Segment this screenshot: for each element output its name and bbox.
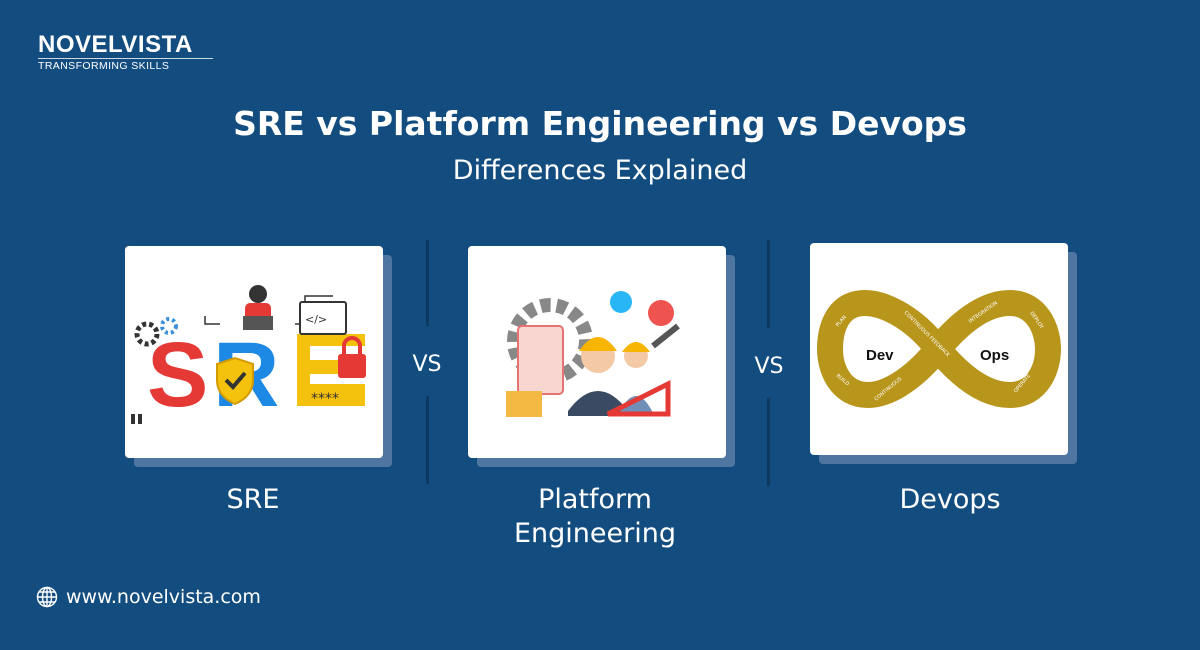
code-window-icon — [299, 301, 347, 335]
brand-name: NOVELVISTA — [38, 31, 193, 58]
vs-separator: VS — [754, 354, 784, 379]
website-url[interactable]: www.novelvista.com — [66, 586, 261, 608]
clipboard-icon — [517, 325, 564, 395]
wrench-icon — [651, 323, 680, 349]
lightbulb-icon — [610, 291, 632, 313]
devops-dev-text: Dev — [866, 347, 894, 364]
devops-ops-text: Ops — [980, 347, 1009, 364]
brand-tagline: TRANSFORMING SKILLS — [38, 60, 170, 72]
quote-mark-icon — [131, 414, 142, 424]
triangle-ruler-icon — [606, 379, 671, 417]
platform-engineering-illustration — [506, 291, 680, 417]
settings-bubble-icon — [648, 300, 674, 326]
platform-engineering-card — [468, 246, 726, 458]
divider — [767, 240, 770, 328]
devops-card: Dev Ops PLAN BUILD CONTINUOUS CONTINUOUS… — [810, 243, 1068, 455]
page-subtitle: Differences Explained — [452, 155, 748, 186]
folder-icon — [506, 391, 542, 417]
shield-icon — [216, 356, 254, 406]
hard-hat-icon — [579, 337, 617, 351]
sre-label: SRE — [226, 484, 280, 515]
globe-icon — [36, 586, 58, 608]
logo-divider — [38, 58, 213, 59]
page-title: SRE vs Platform Engineering vs Devops — [233, 104, 967, 143]
divider — [426, 240, 429, 326]
lock-icon — [338, 354, 366, 378]
svg-text:</>: </> — [305, 313, 327, 326]
brand-logo: NOVELVISTA TRANSFORMING SKILLS — [38, 33, 213, 72]
vs-separator: VS — [412, 352, 442, 377]
sre-card: S R **** </> — [125, 246, 383, 458]
platform-engineering-label: Platform Engineering — [470, 483, 720, 551]
sre-illustration: S R **** </> — [131, 285, 366, 426]
devops-infinity-illustration: Dev Ops PLAN BUILD CONTINUOUS CONTINUOUS… — [816, 289, 1062, 409]
platform-label-line1: Platform — [538, 484, 652, 515]
svg-text:****: **** — [311, 391, 339, 407]
laptop-icon — [243, 316, 273, 330]
devops-label: Devops — [899, 484, 1001, 515]
website-link[interactable]: www.novelvista.com — [36, 586, 261, 608]
svg-text:S: S — [147, 324, 208, 426]
gear-icon — [134, 317, 178, 347]
platform-label-line2: Engineering — [514, 518, 676, 549]
divider — [426, 396, 429, 484]
divider — [767, 398, 770, 486]
